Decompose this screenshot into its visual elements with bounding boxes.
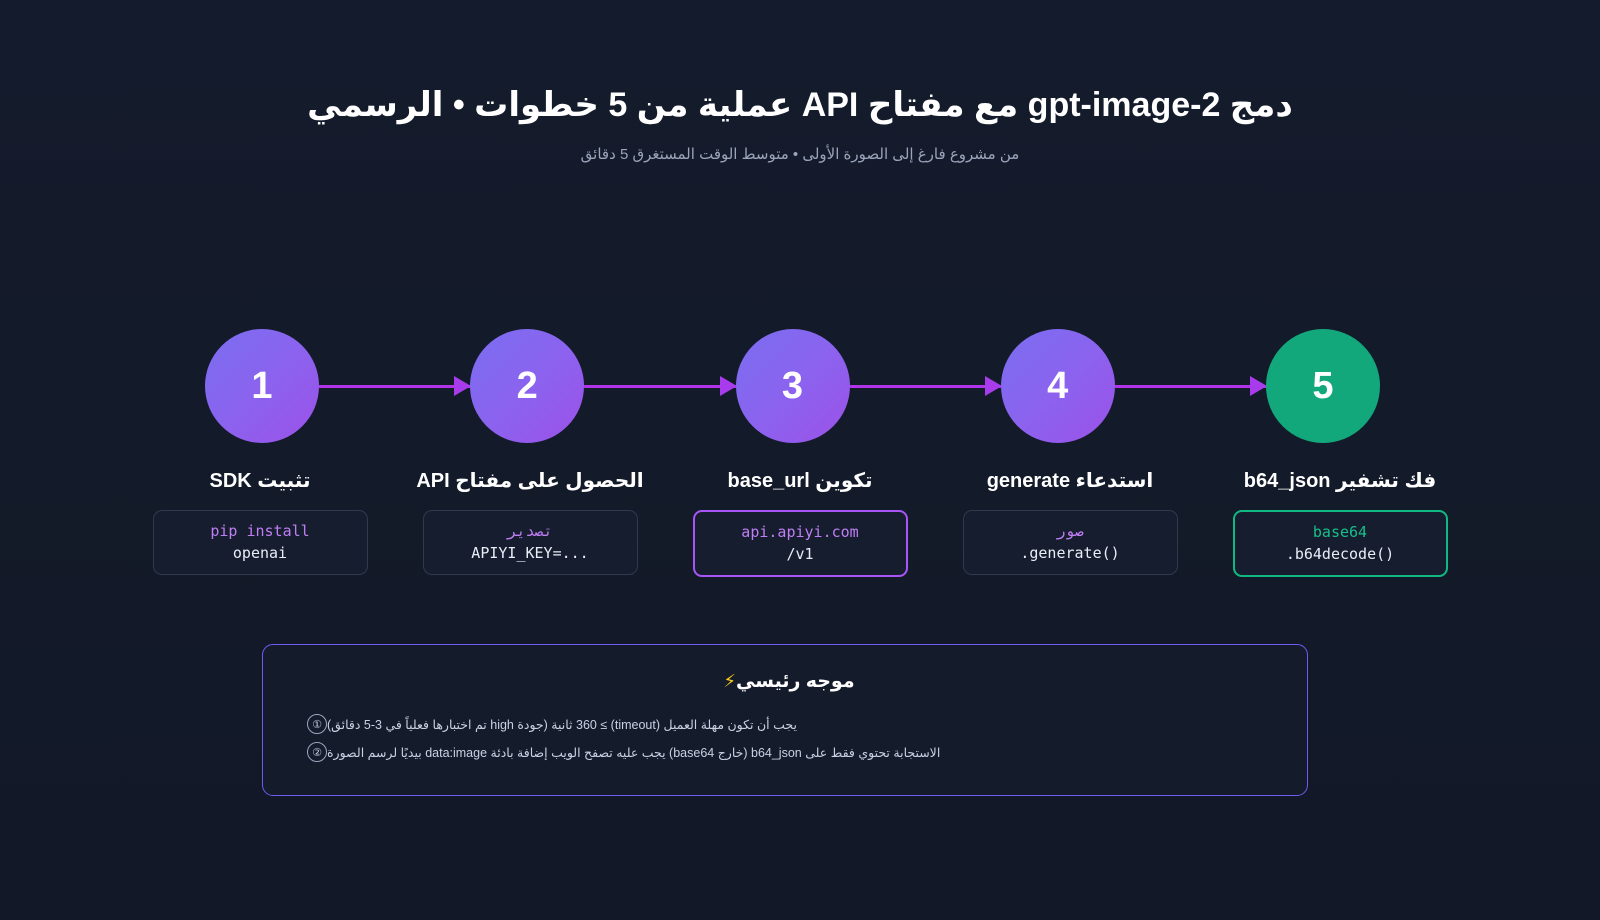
tip-text-1: يجب أن تكون مهلة العميل (timeout) ≥ 360 … <box>327 717 797 732</box>
step-flow: 1 2 3 4 5 <box>0 325 1600 455</box>
step-circle-3[interactable]: 3 <box>735 329 850 443</box>
step-code-box-2: تصدير APIYI_KEY=... <box>422 510 638 576</box>
tip-number-icon-2: ② <box>307 742 327 762</box>
tip-item-1: يجب أن تكون مهلة العميل (timeout) ≥ 360 … <box>263 710 1307 738</box>
page-title: دمج gpt-image-2 مع مفتاح API عملية من 5 … <box>307 86 1293 124</box>
step-cell-2: الحصول على مفتاح API تصدير APIYI_KEY=... <box>416 468 644 577</box>
step-code-line-3a: api.apiyi.com <box>741 523 859 541</box>
step-cell-5: فك تشفير b64_json base64 .b64decode() <box>1230 468 1450 578</box>
arrow-connector-2-3 <box>584 384 736 388</box>
tips-list: يجب أن تكون مهلة العميل (timeout) ≥ 360 … <box>263 710 1307 766</box>
step-circle-2[interactable]: 2 <box>470 329 585 443</box>
step-label-2: الحصول على مفتاح API <box>416 470 644 492</box>
step-code-line-1a: pip install <box>210 522 310 540</box>
step-code-box-3: api.apiyi.com /v1 <box>692 510 908 578</box>
tips-title-row: موجه رئيسي⚡ <box>263 670 1307 693</box>
step-code-line-2a: تصدير <box>507 522 553 540</box>
tip-text-2: الاستجابة تحتوي فقط على b64_json (خارج b… <box>327 745 941 760</box>
step-code-box-5: base64 .b64decode() <box>1232 510 1448 578</box>
step-code-line-4b: .generate() <box>1020 544 1120 563</box>
step-code-line-1b: openai <box>232 544 288 563</box>
step-code-line-2b: APIYI_KEY=... <box>471 544 589 563</box>
arrow-connector-3-4 <box>849 384 1001 388</box>
step-circle-1[interactable]: 1 <box>205 329 319 443</box>
header: دمج gpt-image-2 مع مفتاح API عملية من 5 … <box>0 84 1600 163</box>
step-code-line-5b: .b64decode() <box>1285 545 1395 564</box>
step-code-line-3b: /v1 <box>786 545 814 564</box>
tips-title-text: موجه رئيسي <box>736 671 855 692</box>
step-details-row: تثبيت SDK pip install openai الحصول على … <box>150 468 1450 578</box>
step-cell-1: تثبيت SDK pip install openai <box>150 468 370 577</box>
step-code-line-5a: base64 <box>1312 523 1368 541</box>
tip-number-icon-1: ① <box>307 714 327 734</box>
step-label-5: فك تشفير b64_json <box>1243 470 1437 492</box>
step-circles-row: 1 2 3 4 5 <box>205 325 1380 447</box>
key-tips-panel: موجه رئيسي⚡ يجب أن تكون مهلة العميل (tim… <box>262 644 1308 796</box>
step-cell-4: استدعاء generate صور .generate() <box>960 468 1180 577</box>
arrow-connector-1-2 <box>319 384 471 388</box>
tip-item-2: الاستجابة تحتوي فقط على b64_json (خارج b… <box>263 738 1307 766</box>
step-label-1: تثبيت SDK <box>209 470 311 492</box>
step-code-box-1: pip install openai <box>152 510 368 576</box>
lightning-bolt-icon: ⚡ <box>723 671 737 691</box>
arrow-connector-4-5 <box>1114 384 1266 388</box>
step-circle-4[interactable]: 4 <box>1000 329 1115 443</box>
step-code-line-4a: صور <box>1056 522 1084 540</box>
step-label-3: تكوين base_url <box>727 470 873 492</box>
step-circle-5[interactable]: 5 <box>1266 329 1380 443</box>
step-code-box-4: صور .generate() <box>962 510 1178 576</box>
page-subtitle: من مشروع فارغ إلى الصورة الأولى • متوسط … <box>580 145 1020 163</box>
step-cell-3: تكوين base_url api.apiyi.com /v1 <box>690 468 910 578</box>
step-label-4: استدعاء generate <box>986 470 1154 492</box>
